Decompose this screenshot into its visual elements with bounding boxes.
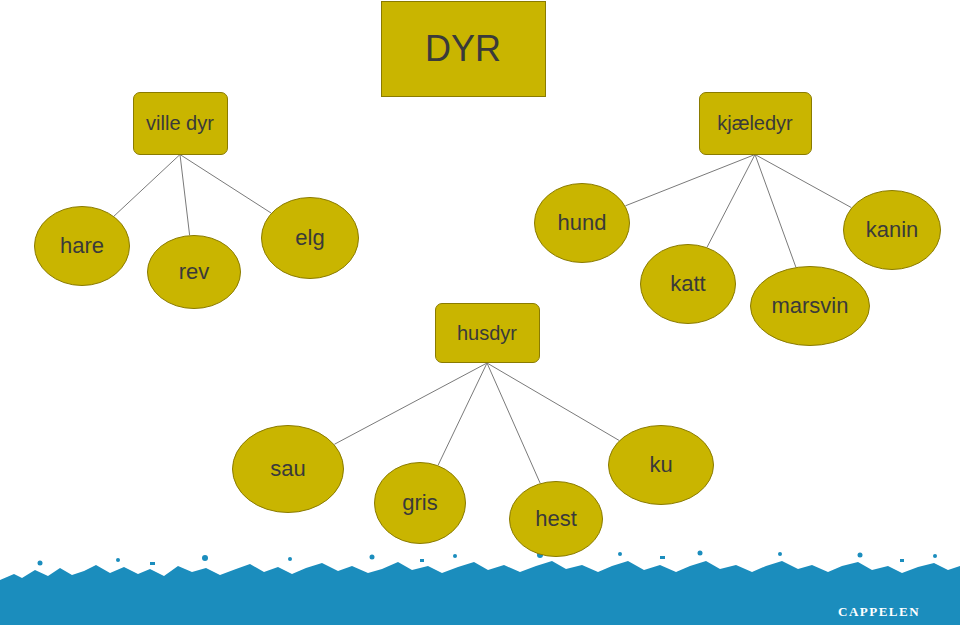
tree-connector	[180, 155, 190, 236]
node-text: kanin	[866, 218, 919, 242]
node-text: hund	[558, 211, 607, 235]
ellipse-shape	[35, 207, 130, 286]
tree-connector	[334, 363, 487, 444]
animal-ellipse: hest	[509, 481, 603, 557]
animal-ellipse: marsvin	[750, 266, 870, 346]
tree-connector	[625, 155, 755, 206]
tree-connector	[114, 155, 180, 217]
node-text: elg	[295, 226, 324, 250]
node-text: ville dyr	[146, 112, 214, 134]
tree-connector	[487, 363, 540, 483]
paint-splatter	[38, 551, 938, 566]
animal-ellipse: rev	[147, 235, 241, 309]
animal-ellipse: gris	[374, 462, 466, 544]
ellipse-shape	[609, 426, 714, 505]
animal-ellipse: hare	[34, 206, 130, 286]
node-text: rev	[179, 260, 210, 284]
category-box: ville dyr	[133, 92, 228, 155]
ellipse-shape	[751, 267, 870, 346]
animal-ellipse: katt	[640, 244, 736, 324]
animal-ellipse: hund	[534, 183, 630, 263]
node-text: gris	[402, 491, 437, 515]
tree-connector	[707, 155, 755, 248]
ellipse-shape	[641, 245, 736, 324]
animal-ellipse: kanin	[843, 190, 941, 270]
animal-ellipse: ku	[608, 425, 714, 505]
ellipse-shape	[844, 191, 941, 270]
tree-connector	[755, 155, 796, 268]
node-text: ku	[649, 453, 672, 477]
node-text: marsvin	[771, 294, 848, 318]
publisher-watermark: CAPPELEN	[838, 604, 920, 620]
node-text: hare	[60, 234, 104, 258]
ellipse-shape	[262, 198, 359, 279]
category-box: husdyr	[435, 303, 540, 363]
animal-ellipse: elg	[261, 197, 359, 279]
node-text: husdyr	[457, 322, 517, 344]
ellipse-shape	[510, 482, 603, 557]
node-text: sau	[270, 457, 305, 481]
paint-band-shape	[0, 561, 960, 625]
tree-connector	[180, 155, 271, 214]
ellipse-shape	[375, 463, 466, 544]
node-text: hest	[535, 507, 577, 531]
node-text: DYR	[425, 29, 501, 69]
category-box: kjæledyr	[699, 92, 812, 155]
ellipse-shape	[535, 184, 630, 263]
tree-connector	[487, 363, 619, 440]
node-text: kjæledyr	[717, 112, 793, 134]
ellipse-shape	[233, 426, 344, 513]
tree-connector	[438, 363, 487, 465]
tree-connector	[755, 155, 851, 208]
animal-ellipse: sau	[232, 425, 344, 513]
node-text: katt	[670, 272, 705, 296]
title-box: DYR	[381, 1, 546, 97]
ellipse-shape	[148, 236, 241, 309]
